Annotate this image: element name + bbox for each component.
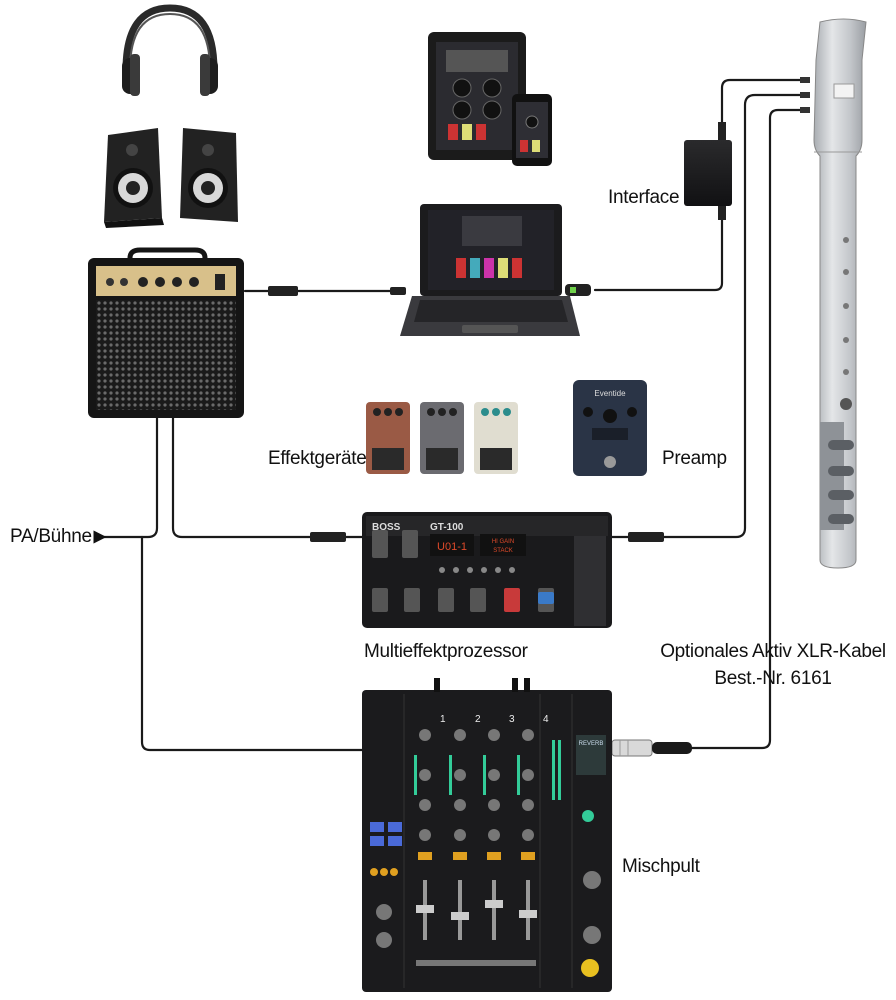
label-mischpult: Mischpult [622,856,700,877]
multieffect-processor-icon: BOSS GT-100 U01-1 HI GAIN STACK [362,512,612,628]
label-pa-buehne: PA/Bühne [10,526,92,547]
label-xlr-cable: Optionales Aktiv XLR-Kabel Best.-Nr. 616… [660,641,886,690]
jack-plugs [268,122,726,542]
mixer-ch4-label: 4 [543,714,549,725]
label-effektgeraete: Effektgeräte [268,448,367,469]
cable-recorder-gt100 [610,93,807,539]
gt-display-right2: STACK [493,548,513,554]
guitar-amp [88,247,244,418]
label-multieffektprozessor: Multieffektprozessor [364,641,528,662]
mixer-ch3-label: 3 [509,714,515,725]
recorder-instrument [800,18,867,569]
gt-display-right1: HI GAIN [492,539,514,545]
plug-interface-top [718,122,726,140]
tablet-phone-icon [428,32,552,166]
laptop-icon [400,204,580,336]
cable-interface-recorder [720,78,807,142]
cable-amp-pa [93,416,159,544]
label-xlr-line1: Optionales Aktiv XLR-Kabel [660,641,886,662]
label-preamp: Preamp [662,448,727,469]
cable-amp-gt100 [171,416,364,539]
cable-recorder-mixer-xlr [688,108,807,750]
gt-display-left: U01-1 [437,541,467,553]
label-xlr-line2: Best.-Nr. 6161 [714,668,832,689]
speakers-icon [104,128,238,228]
usb-led [570,287,576,293]
preamp-pedal-icon: Eventide [573,380,647,476]
xlr-connector [611,739,692,757]
boss-brand-text: BOSS [372,522,401,533]
mixer-ch2-label: 2 [475,714,481,725]
mixer-channels [419,729,534,841]
label-interface: Interface [608,187,680,208]
plug-usb [565,284,591,296]
preamp-brand-text: Eventide [594,389,626,398]
plug-gt-right [628,532,664,542]
plug-gt-left [310,532,346,542]
audio-interface-icon [684,140,732,206]
cables [93,78,807,752]
cable-laptop-interface [593,208,724,292]
effect-pedals-icon [366,402,518,474]
mixer-ch1-label: 1 [440,714,446,725]
mixer-icon: 1 2 3 4 REVERB [362,678,612,992]
plug-laptop [390,287,406,295]
gt-model-text: GT-100 [430,522,464,533]
cable-mixer-pa [140,535,364,752]
plug-interface-bottom [718,206,726,220]
plug-amp [268,286,298,296]
mixer-reverb-label: REVERB [579,741,604,747]
headphones-icon [122,4,218,96]
